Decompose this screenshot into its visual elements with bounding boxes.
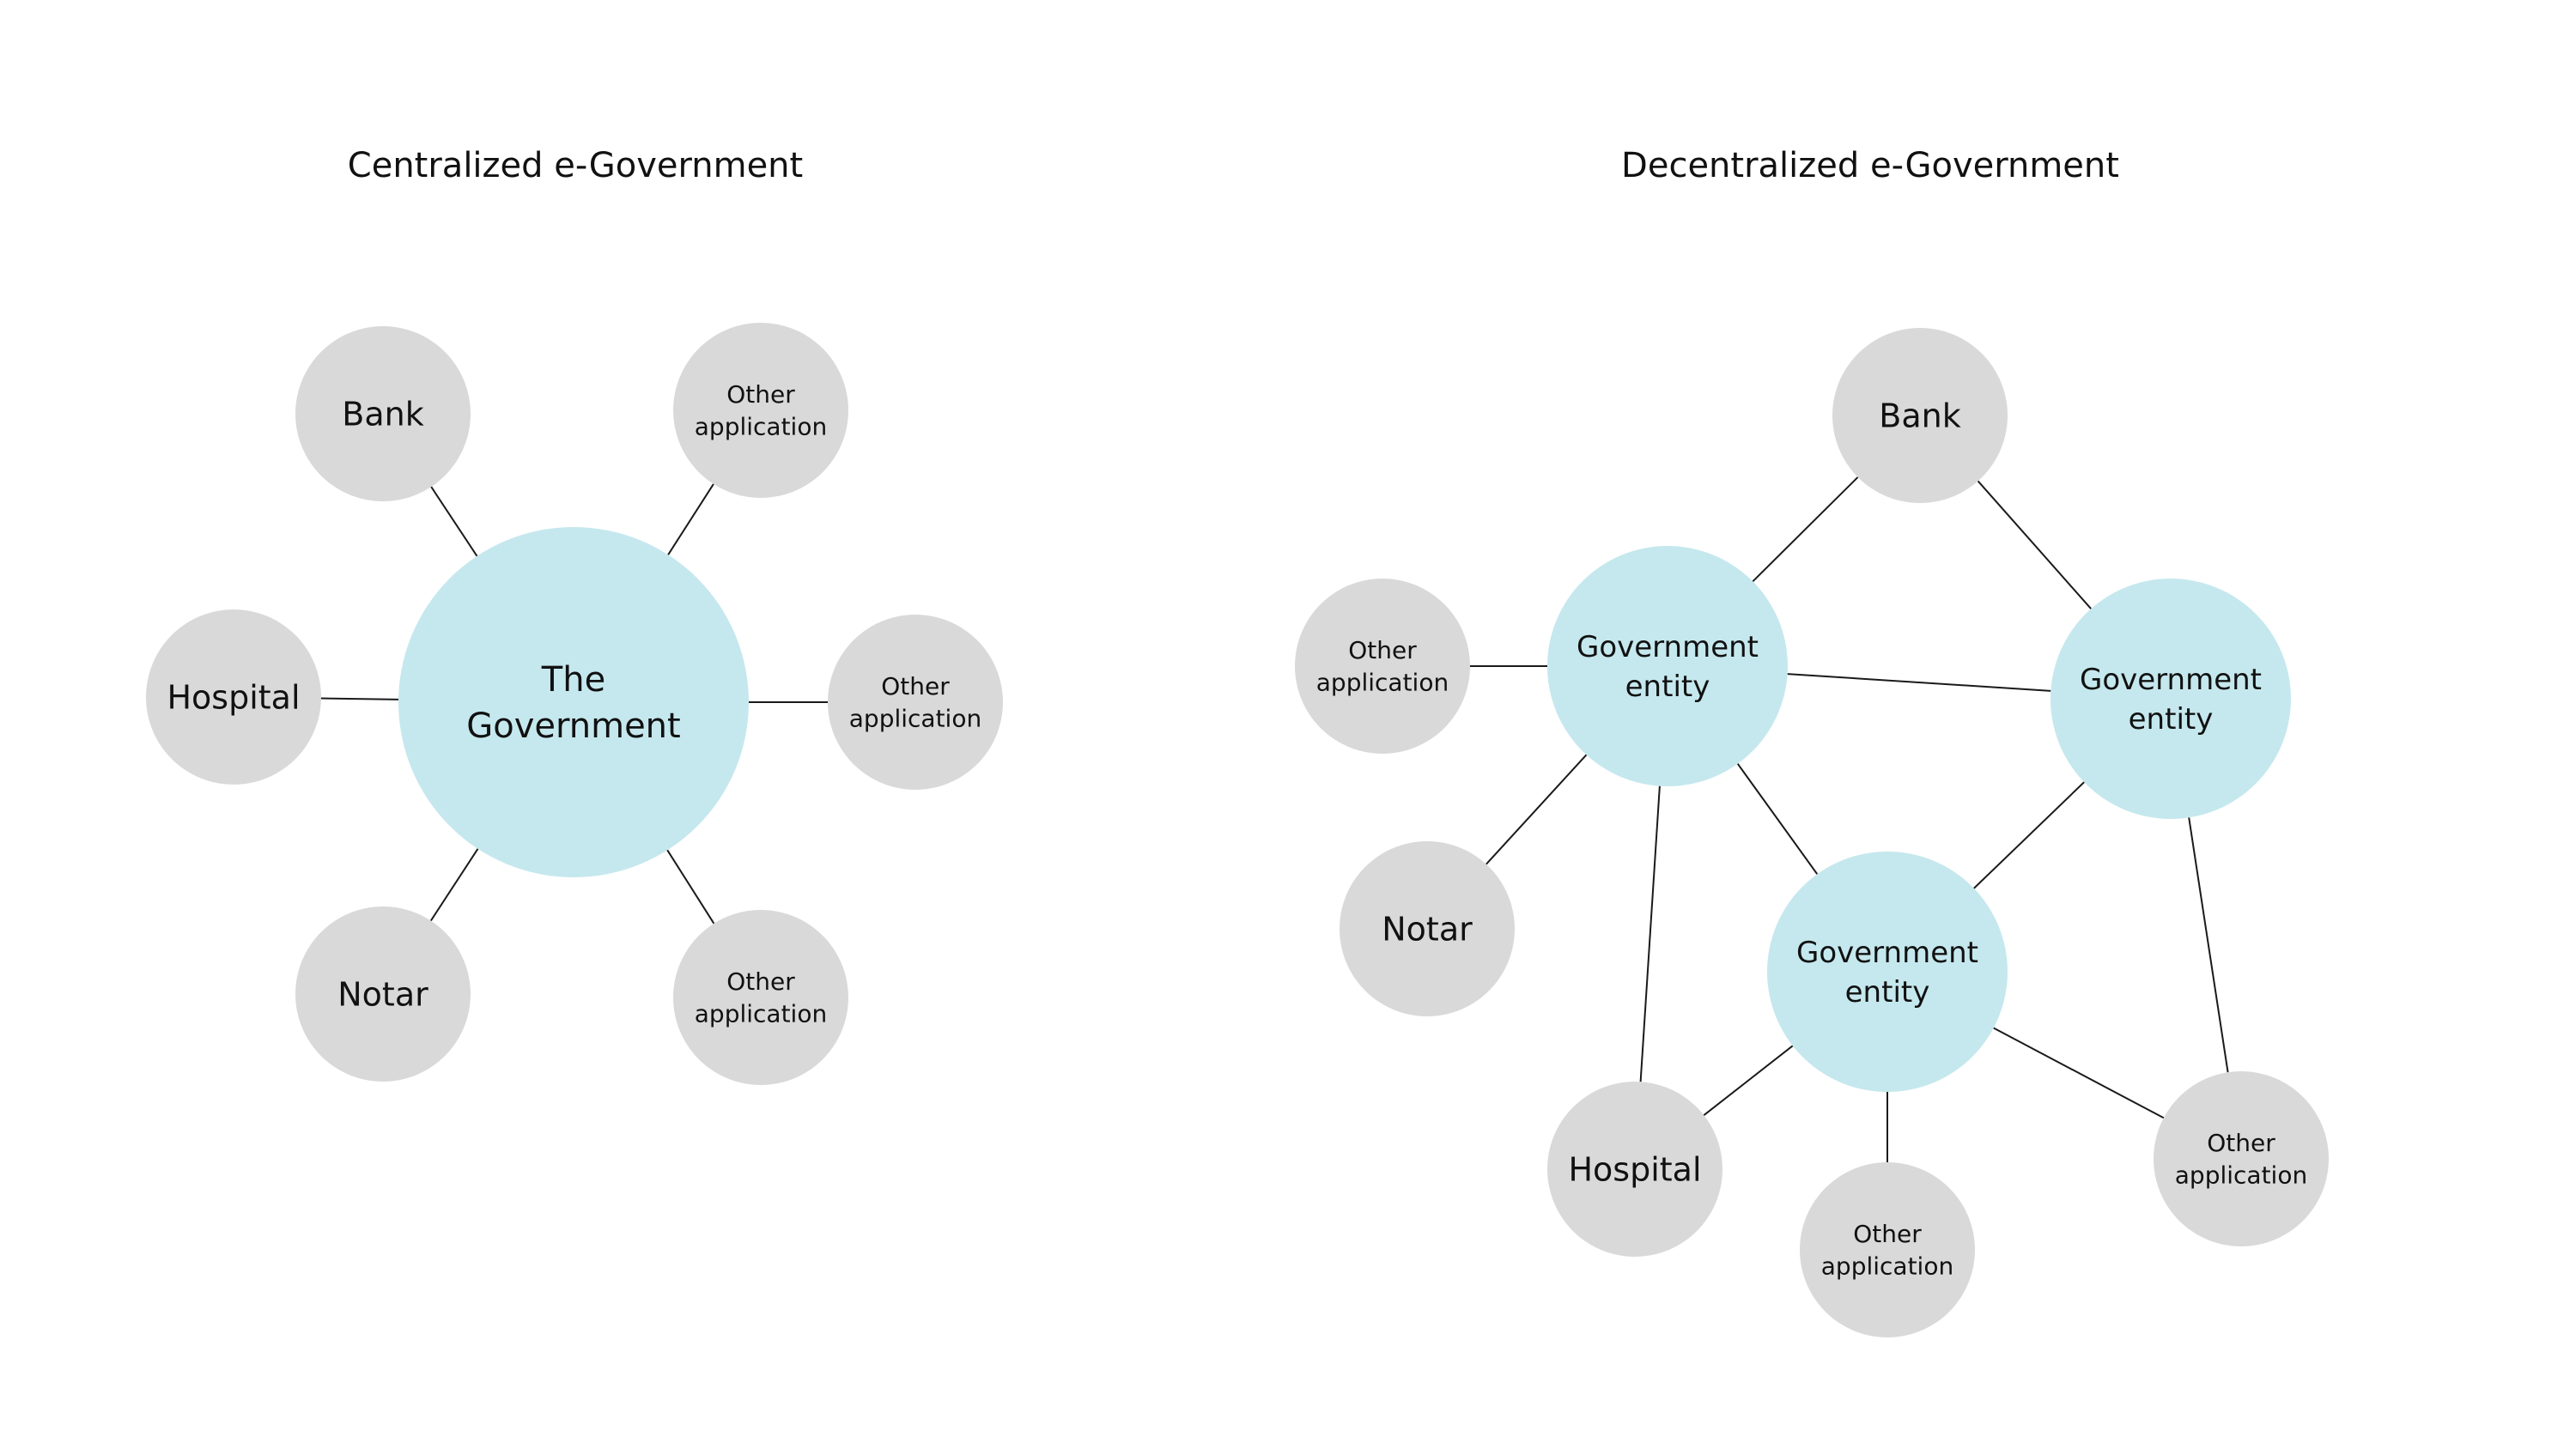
connector-bank-ge2 bbox=[1977, 480, 2092, 609]
node-label: Government bbox=[2080, 663, 2262, 697]
node-label: Other bbox=[726, 380, 795, 409]
participant-node-hospital: Hospital bbox=[146, 609, 321, 785]
connector-ge3-other_right bbox=[1993, 1027, 2165, 1119]
connector-ge2-ge3 bbox=[1973, 781, 2085, 889]
connector-ge3-hospital bbox=[1703, 1045, 1794, 1116]
node-label: Hospital bbox=[167, 678, 300, 716]
connector-bank-ge1 bbox=[1752, 476, 1859, 583]
node-circle bbox=[295, 906, 471, 1082]
participant-node-other-application: Other application bbox=[673, 910, 848, 1085]
node-circle bbox=[2154, 1071, 2329, 1246]
node-label: Hospital bbox=[1568, 1150, 1701, 1188]
participant-node-bank: Bank bbox=[1832, 328, 2008, 503]
centralized-nodes: TheGovernmentBankOtherapplicationHospita… bbox=[146, 323, 1003, 1085]
node-label: Government bbox=[466, 706, 680, 746]
node-label: Other bbox=[726, 967, 795, 996]
node-label: Other bbox=[2207, 1129, 2275, 1157]
participant-node-other-application: Other application bbox=[673, 323, 848, 498]
node-label: Other bbox=[1348, 636, 1417, 664]
participant-node-bank: Bank bbox=[295, 326, 471, 501]
node-label: application bbox=[2175, 1161, 2307, 1190]
node-circle bbox=[673, 323, 848, 498]
node-label: Government bbox=[1577, 630, 1759, 664]
connector-gov-notar bbox=[429, 848, 479, 922]
entity-node-government-entity: Government entity bbox=[2050, 579, 2291, 819]
node-circle bbox=[1767, 852, 2008, 1092]
node-label: application bbox=[695, 1000, 827, 1028]
node-circle bbox=[295, 326, 471, 501]
node-circle bbox=[1800, 1162, 1975, 1337]
connector-gov-other1 bbox=[667, 483, 714, 555]
participant-node-notar: Notar bbox=[295, 906, 471, 1082]
connector-ge1-hospital bbox=[1639, 785, 1661, 1082]
node-label: The bbox=[541, 660, 605, 700]
connector-ge1-ge3 bbox=[1736, 763, 1819, 875]
node-circle bbox=[1340, 841, 1515, 1016]
node-circle bbox=[1295, 579, 1470, 754]
node-label: Notar bbox=[337, 975, 428, 1013]
decentralized-edges bbox=[1470, 476, 2229, 1162]
node-label: entity bbox=[1845, 975, 1930, 1009]
node-circle bbox=[1547, 1082, 1722, 1257]
participant-node-other-application: Other application bbox=[828, 615, 1003, 790]
node-label: entity bbox=[2129, 702, 2214, 737]
node-label: Notar bbox=[1382, 910, 1473, 948]
decentralized-diagram: Decentralized e-Government BankGovernmen… bbox=[1295, 146, 2329, 1337]
node-label: Other bbox=[1853, 1220, 1922, 1248]
node-label: entity bbox=[1625, 670, 1710, 704]
connector-gov-bank bbox=[430, 486, 478, 557]
participant-node-other-application: Other application bbox=[2154, 1071, 2329, 1246]
node-circle bbox=[146, 609, 321, 785]
node-label: Government bbox=[1796, 936, 1978, 970]
connector-ge1-notar bbox=[1485, 754, 1588, 865]
node-label: application bbox=[695, 413, 827, 441]
connector-gov-hospital bbox=[320, 697, 399, 700]
node-label: application bbox=[1821, 1252, 1953, 1281]
node-circle bbox=[398, 527, 749, 877]
participant-node-notar: Notar bbox=[1340, 841, 1515, 1016]
node-circle bbox=[2050, 579, 2291, 819]
entity-node-government-entity: Government entity bbox=[1547, 546, 1788, 786]
node-label: Other bbox=[881, 672, 950, 700]
entity-node-government-entity: Government entity bbox=[1767, 852, 2008, 1092]
connector-ge1-ge2 bbox=[1787, 673, 2051, 692]
node-circle bbox=[828, 615, 1003, 790]
centralized-edges bbox=[320, 483, 828, 925]
node-circle bbox=[1832, 328, 2008, 503]
connector-ge2-other_right bbox=[2188, 817, 2229, 1073]
node-label: Bank bbox=[1879, 397, 1960, 434]
node-label: Bank bbox=[342, 395, 423, 433]
participant-node-other-application: Other application bbox=[1295, 579, 1470, 754]
node-label: application bbox=[1316, 669, 1449, 697]
participant-node-hospital: Hospital bbox=[1547, 1082, 1722, 1257]
node-circle bbox=[1547, 546, 1788, 786]
centralized-title: Centralized e-Government bbox=[348, 146, 803, 185]
participant-node-other-application: Other application bbox=[1800, 1162, 1975, 1337]
node-circle bbox=[673, 910, 848, 1085]
connector-gov-other3 bbox=[666, 849, 715, 925]
decentralized-title: Decentralized e-Government bbox=[1621, 146, 2119, 185]
node-label: application bbox=[849, 705, 981, 733]
